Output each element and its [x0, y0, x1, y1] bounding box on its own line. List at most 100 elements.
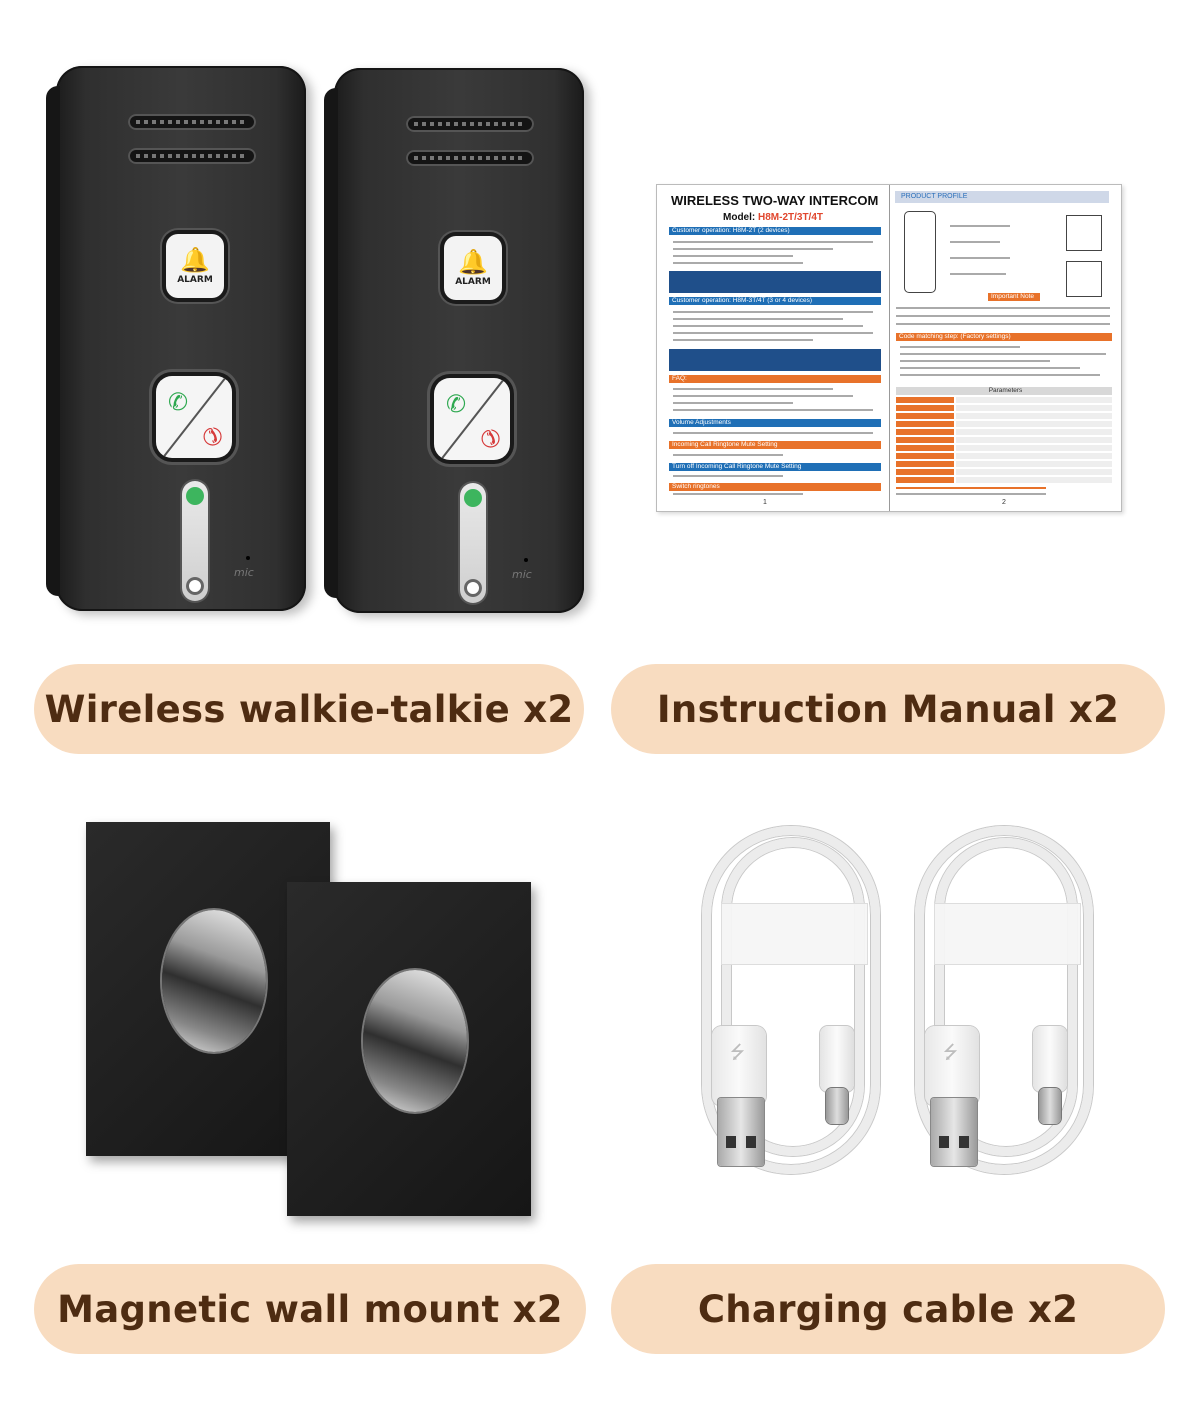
device-side-edge	[324, 88, 338, 598]
instruction-manual: WIRELESS TWO-WAY INTERCOM Model: H8M-2T/…	[656, 184, 1122, 512]
section-customer-op-2: Customer operation: H8M-3T/4T (3 or 4 de…	[669, 297, 881, 305]
text-line	[896, 307, 1110, 309]
status-light	[186, 487, 204, 505]
magnet-disc	[363, 970, 467, 1112]
usb-c-plug	[1033, 1026, 1067, 1092]
manual-page-2: PRODUCT PROFILE Important Note Code matc…	[890, 185, 1121, 511]
parameters-table-labels	[896, 397, 954, 483]
text-line	[673, 339, 813, 341]
power-light	[464, 579, 482, 597]
section-faq: FAQ:	[669, 375, 881, 383]
operation-b-block	[669, 349, 881, 371]
cable-loop	[915, 826, 1093, 1174]
label-walkie-talkie: Wireless walkie-talkie x2	[34, 664, 584, 754]
cable-loop	[702, 826, 880, 1174]
section-customer-op-1: Customer operation: H8M-2T (2 devices)	[669, 227, 881, 235]
usb-icon: ⭍	[730, 1042, 745, 1063]
text-line	[673, 248, 833, 250]
manual-title: WIRELESS TWO-WAY INTERCOM	[671, 193, 879, 208]
text-line	[900, 367, 1080, 369]
charging-cable-right: ⭍	[905, 826, 1105, 1206]
text-line	[900, 346, 1020, 348]
manual-page-1: WIRELESS TWO-WAY INTERCOM Model: H8M-2T/…	[657, 185, 889, 511]
page-number: 2	[1002, 499, 1006, 506]
usb-c-connector	[826, 1088, 848, 1124]
mic-hole	[524, 558, 528, 562]
parameters-table-values	[956, 397, 1112, 483]
charging-cable-left: ⭍	[692, 826, 892, 1206]
talk-button: ✆ ✆	[156, 376, 232, 458]
text-line	[673, 475, 783, 477]
text-line	[673, 241, 873, 243]
usb-icon: ⭍	[943, 1042, 958, 1063]
phone-red-icon: ✆	[194, 418, 229, 454]
indicator-strip	[182, 481, 208, 601]
model-value: H8M-2T/3T/4T	[758, 212, 824, 223]
text-line	[896, 487, 1046, 489]
magnetic-wall-mount-front	[287, 882, 531, 1216]
section-code-matching: Code matching step: (Factory settings)	[896, 333, 1112, 341]
text-line	[673, 255, 793, 257]
cable-loop	[935, 838, 1077, 1156]
alarm-button: 🔔 ALARM	[444, 236, 502, 300]
text-line	[950, 225, 1010, 227]
section-mute: Incoming Call Ringtone Mute Setting	[669, 441, 881, 449]
walkie-talkie-right: 🔔 ALARM ✆ ✆ mic	[324, 68, 584, 613]
manual-fold	[889, 185, 890, 511]
text-line	[673, 395, 853, 397]
text-line	[673, 311, 873, 313]
text-line	[673, 409, 873, 411]
mic-hole	[246, 556, 250, 560]
mic-label: mic	[512, 568, 532, 581]
usb-c-plug	[820, 1026, 854, 1092]
bell-icon: 🔔	[458, 248, 488, 276]
walkie-talkie-left: 🔔 ALARM ✆ ✆ mic	[46, 66, 306, 611]
text-line	[900, 374, 1100, 376]
text-line	[950, 241, 1000, 243]
phone-red-icon: ✆	[472, 420, 507, 456]
indicator-strip	[460, 483, 486, 603]
text-line	[896, 315, 1110, 317]
alarm-label: ALARM	[455, 277, 491, 287]
phone-green-icon: ✆	[446, 390, 467, 418]
device-side-edge	[46, 86, 60, 596]
usb-a-plug: ⭍	[712, 1026, 766, 1106]
speaker-grille	[128, 114, 256, 130]
talk-button: ✆ ✆	[434, 378, 510, 460]
label-wall-mount: Magnetic wall mount x2	[34, 1264, 586, 1354]
speaker-grille	[406, 150, 534, 166]
usb-a-connector	[931, 1098, 977, 1166]
section-parameters: Parameters	[896, 387, 1112, 395]
model-prefix: Model:	[723, 212, 756, 223]
cable-loop	[722, 838, 864, 1156]
text-line	[673, 432, 873, 434]
text-line	[673, 402, 793, 404]
page-number: 1	[763, 499, 767, 506]
wall-pad-diagram	[1066, 261, 1102, 297]
section-product-profile: PRODUCT PROFILE	[895, 191, 1109, 203]
alarm-button: 🔔 ALARM	[166, 234, 224, 298]
section-volume: Volume Adjustments	[669, 419, 881, 427]
bell-icon: 🔔	[180, 246, 210, 274]
section-important: Important Note	[988, 293, 1040, 301]
cable-wrap	[935, 904, 1080, 964]
text-line	[896, 323, 1110, 325]
magnet-disc	[162, 910, 266, 1052]
label-charging-cable: Charging cable x2	[611, 1264, 1165, 1354]
usb-a-plug: ⭍	[925, 1026, 979, 1106]
usb-a-connector	[718, 1098, 764, 1166]
label-instruction-manual: Instruction Manual x2	[611, 664, 1165, 754]
text-line	[950, 257, 1010, 259]
manual-model: Model: H8M-2T/3T/4T	[723, 212, 823, 223]
text-line	[950, 273, 1006, 275]
text-line	[900, 353, 1106, 355]
alarm-label: ALARM	[177, 275, 213, 285]
cable-wrap	[722, 904, 867, 964]
text-line	[673, 332, 873, 334]
speaker-grille	[128, 148, 256, 164]
text-line	[673, 493, 803, 495]
device-diagram	[904, 211, 936, 293]
text-line	[673, 325, 863, 327]
section-switch: Switch ringtones	[669, 483, 881, 491]
status-light	[464, 489, 482, 507]
